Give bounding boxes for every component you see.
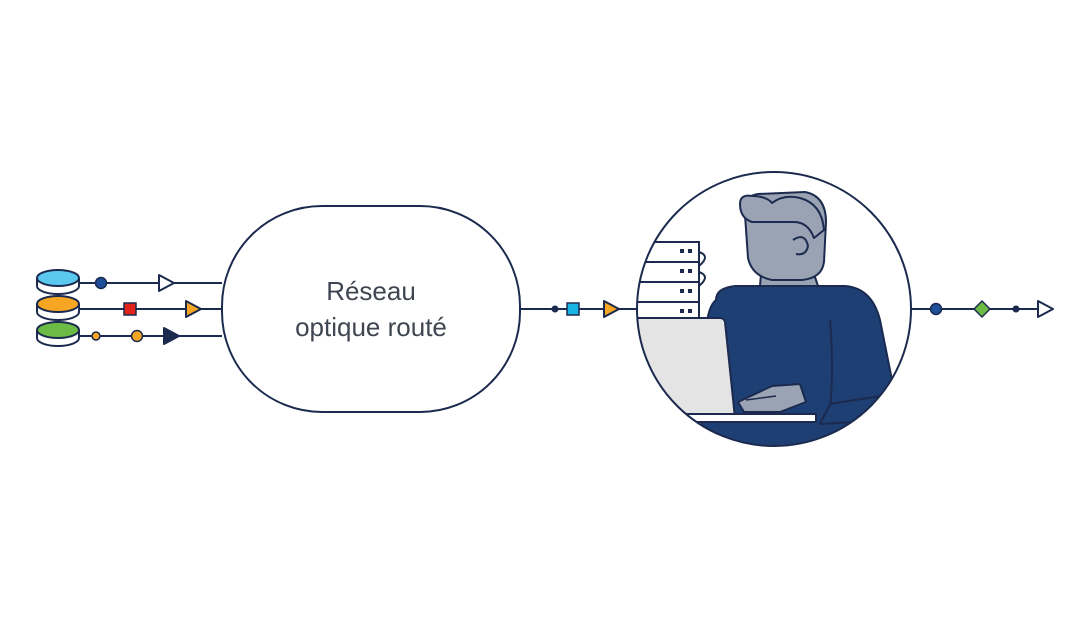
database-disk-green [36, 321, 80, 347]
server-rack-icon [637, 241, 706, 323]
orange-dot-marker [130, 329, 144, 343]
input-line-1 [80, 274, 222, 292]
small-navy-dot-marker [551, 305, 559, 313]
person-hair [739, 194, 825, 239]
user-illustration [636, 171, 912, 447]
red-square-marker [123, 302, 137, 316]
database-disk-blue [36, 269, 80, 295]
orange-triangle-marker [603, 300, 620, 318]
input-line-3 [80, 327, 222, 345]
blue-dot-marker [94, 276, 108, 290]
white-triangle-marker [1037, 300, 1054, 318]
input-line-2 [80, 300, 222, 318]
output-line [911, 300, 1054, 318]
network-to-user-line [520, 300, 637, 318]
person-hand [737, 383, 807, 413]
database-disk-orange [36, 295, 80, 321]
navy-triangle-marker [163, 327, 180, 345]
laptop-base [639, 413, 817, 423]
small-orange-dot-marker [91, 331, 101, 341]
routed-optical-network-node [221, 205, 521, 413]
blue-dot-marker [929, 302, 943, 316]
orange-triangle-marker [185, 300, 202, 318]
database-stack-icon [36, 269, 80, 347]
small-navy-dot-marker [1012, 305, 1020, 313]
green-diamond-marker [973, 300, 991, 318]
cyan-square-marker [566, 302, 580, 316]
white-triangle-marker [158, 274, 175, 292]
laptop-screen [637, 317, 736, 419]
